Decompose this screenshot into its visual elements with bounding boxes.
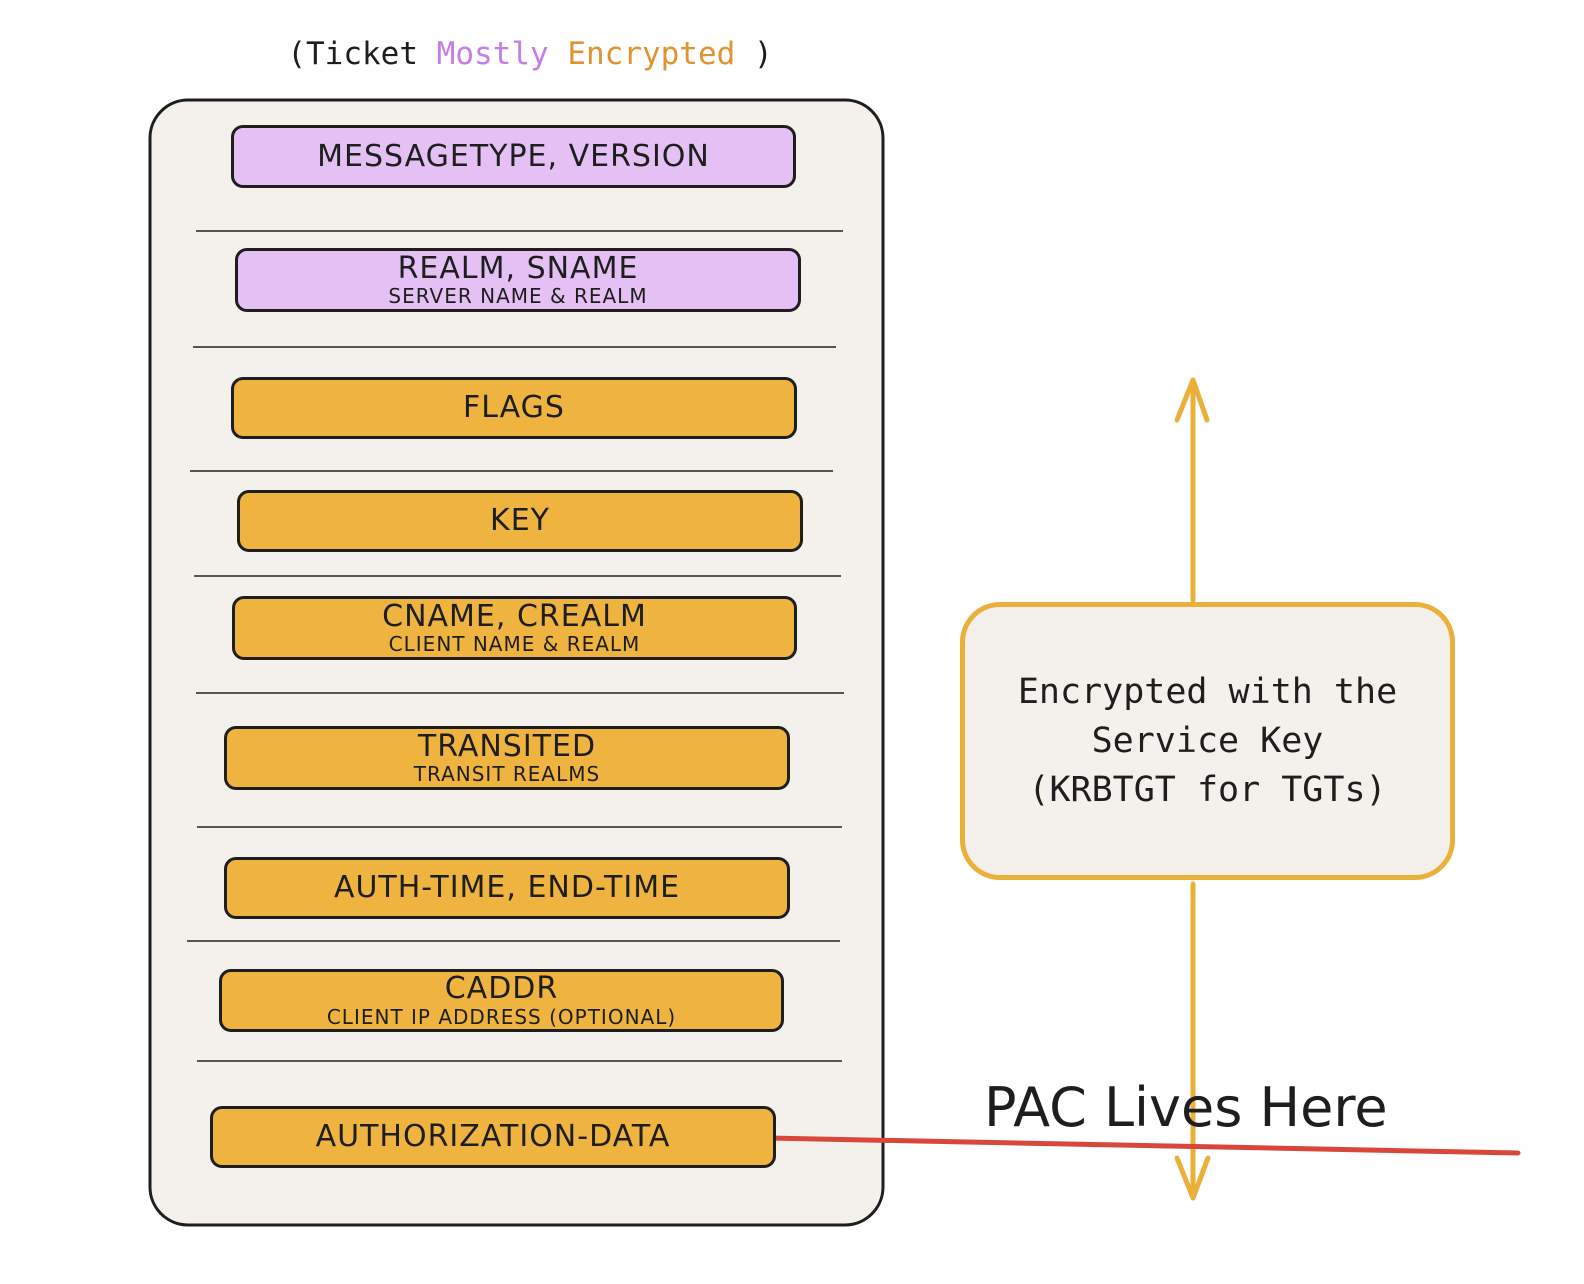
field-key: KEY [237, 490, 803, 552]
separator-line [196, 692, 844, 694]
field-auth-time-end-time: AUTH-TIME, END-TIME [224, 857, 790, 919]
caption-mostly: Mostly [436, 36, 549, 72]
field-authorization-data: AUTHORIZATION-DATA [210, 1106, 776, 1168]
encryption-note-box: Encrypted with the Service Key (KRBTGT f… [960, 602, 1455, 880]
caption-encrypted: Encrypted [567, 36, 736, 72]
separator-line [194, 575, 841, 577]
field-label: FLAGS [463, 390, 565, 426]
field-label: AUTH-TIME, END-TIME [333, 870, 681, 906]
field-label: MESSAGETYPE, VERSION [317, 138, 710, 174]
separator-line [187, 940, 840, 942]
encryption-note-text: Encrypted with the Service Key (KRBTGT f… [1017, 671, 1398, 810]
caption-open: (Ticket [287, 36, 418, 72]
field-label: CADDR [444, 971, 559, 1007]
field-sublabel: SERVER NAME & REALM [388, 284, 648, 309]
separator-line [193, 346, 836, 348]
field-flags: FLAGS [231, 377, 797, 439]
ticket-caption: (Ticket Mostly Encrypted ) [260, 36, 800, 72]
pac-label: PAC Lives Here [984, 1076, 1388, 1139]
separator-line [196, 230, 843, 232]
separator-line [190, 470, 833, 472]
field-transited: TRANSITED TRANSIT REALMS [224, 726, 790, 790]
field-messagetype-version: MESSAGETYPE, VERSION [231, 125, 796, 188]
separator-line [197, 1060, 842, 1062]
field-sublabel: TRANSIT REALMS [413, 762, 601, 787]
field-realm-sname: REALM, SNAME SERVER NAME & REALM [235, 248, 801, 312]
field-sublabel: CLIENT IP ADDRESS (OPTIONAL) [326, 1004, 677, 1029]
field-sublabel: CLIENT NAME & REALM [388, 632, 641, 657]
field-label: AUTHORIZATION-DATA [315, 1119, 671, 1155]
field-label: CNAME, CREALM [382, 598, 647, 634]
field-label: KEY [490, 503, 550, 539]
field-cname-crealm: CNAME, CREALM CLIENT NAME & REALM [232, 596, 797, 660]
separator-line [197, 826, 842, 828]
caption-close: ) [753, 36, 773, 72]
field-label: TRANSITED [417, 728, 597, 764]
field-label: REALM, SNAME [397, 250, 639, 286]
field-caddr: CADDR CLIENT IP ADDRESS (OPTIONAL) [219, 969, 784, 1032]
